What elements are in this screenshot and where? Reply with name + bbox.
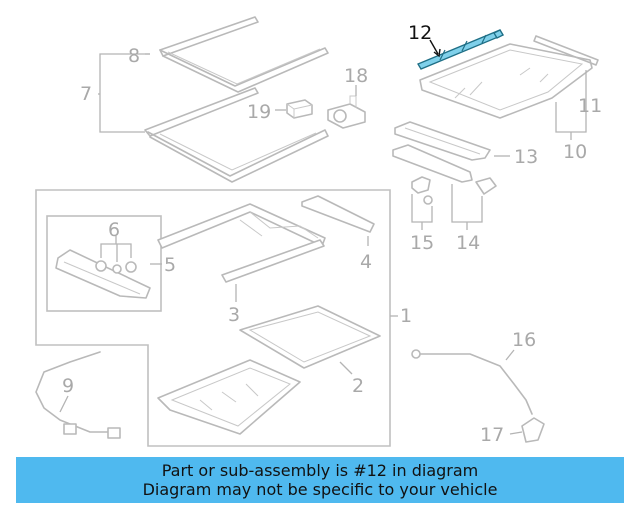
part-9-harness (35, 351, 121, 439)
callout-12: 12 (408, 22, 432, 44)
callout-7-8-bracket (98, 53, 150, 133)
part-19-block (286, 99, 313, 119)
part-3-mechanism (157, 203, 326, 283)
callout-9: 9 (62, 375, 74, 397)
callout-18: 18 (344, 65, 368, 87)
part-18-motor (327, 95, 366, 129)
banner-line-2: Diagram may not be specific to your vehi… (142, 480, 498, 499)
part-13-bracket (394, 121, 491, 161)
callout-8: 8 (128, 45, 140, 67)
callout-16: 16 (512, 329, 536, 351)
part-12-deflector (417, 29, 504, 70)
callout-19: 19 (247, 101, 271, 123)
part-8-seal (159, 16, 329, 93)
callout-2: 2 (352, 375, 364, 397)
part-4-bracket (301, 195, 375, 233)
callout-10: 10 (563, 141, 587, 163)
callout-5: 5 (164, 254, 176, 276)
part-15-clip (411, 176, 433, 205)
callout-15: 15 (410, 232, 434, 254)
part-14-bracket (392, 144, 497, 195)
callout-1: 1 (400, 305, 412, 327)
callout-6: 6 (108, 219, 120, 241)
callout-14: 14 (456, 232, 480, 254)
lower-housing (157, 359, 301, 435)
callout-4: 4 (360, 251, 372, 273)
callout-17: 17 (480, 424, 504, 446)
part-10-glass-panel (419, 43, 593, 119)
part-16-drain-hose (411, 349, 533, 415)
part-5-rail (55, 249, 151, 299)
callout-11: 11 (578, 95, 602, 117)
part-7-frame (144, 87, 329, 183)
banner-line-1: Part or sub-assembly is #12 in diagram (161, 461, 479, 480)
part-2-seal (239, 305, 381, 369)
part-6-fasteners (95, 260, 137, 274)
part-17-connector (521, 417, 545, 443)
callout-3: 3 (228, 304, 240, 326)
callout-13: 13 (514, 146, 538, 168)
callout-7: 7 (80, 83, 92, 105)
info-banner: Part or sub-assembly is #12 in diagram D… (16, 457, 624, 503)
part-11-strip (533, 35, 599, 66)
